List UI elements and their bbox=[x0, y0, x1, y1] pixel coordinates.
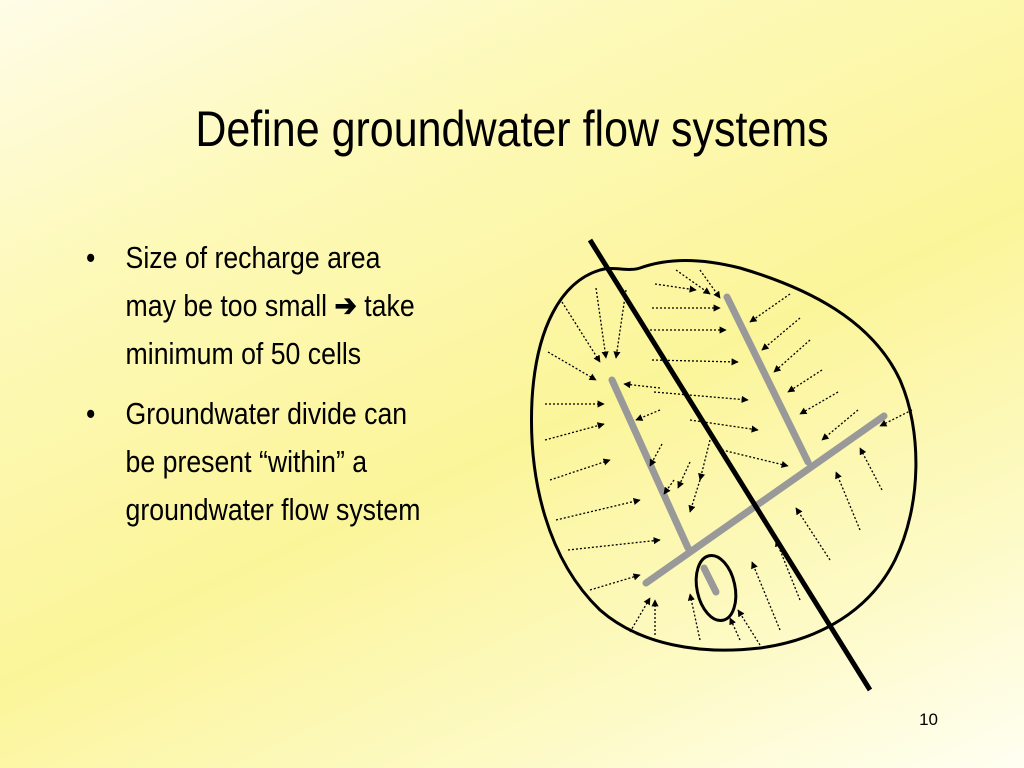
flow-arrow bbox=[795, 507, 831, 561]
flow-arrow bbox=[623, 381, 661, 389]
bullet-list: • Size of recharge area may be too small… bbox=[86, 234, 464, 546]
bullet-item: • Groundwater divide can be present “wit… bbox=[86, 390, 464, 534]
flow-arrow bbox=[729, 617, 741, 641]
outlet-ellipse bbox=[694, 553, 738, 623]
flow-arrow bbox=[547, 351, 597, 381]
slide-title: Define groundwater flow systems bbox=[195, 101, 829, 157]
bullet-line: may be too small bbox=[125, 288, 328, 323]
right-arrow-icon: ➔ bbox=[334, 288, 357, 323]
flow-arrow bbox=[613, 289, 627, 359]
flow-arrow bbox=[699, 269, 721, 299]
slide-number: 10 bbox=[919, 710, 938, 729]
flow-arrow bbox=[677, 461, 691, 489]
groundwater-divide-line bbox=[587, 238, 873, 692]
bullet-line: be present “within” a bbox=[125, 444, 368, 479]
flow-arrow bbox=[799, 391, 839, 415]
flow-arrow bbox=[549, 458, 611, 481]
flow-arrow bbox=[555, 498, 641, 521]
flow-arrow bbox=[544, 422, 605, 441]
flow-arrow bbox=[879, 409, 913, 427]
flow-arrow bbox=[653, 391, 749, 404]
flow-arrow bbox=[749, 293, 791, 323]
flow-arrow bbox=[654, 283, 697, 293]
flow-arrow bbox=[737, 609, 761, 646]
bullet-item: • Size of recharge area may be too small… bbox=[86, 234, 464, 378]
bullet-line: take bbox=[364, 288, 415, 323]
watershed-boundary bbox=[530, 259, 918, 652]
flow-arrow bbox=[751, 561, 781, 631]
bullet-line: minimum of 50 cells bbox=[125, 336, 362, 371]
flow-arrow bbox=[859, 447, 883, 491]
flow-arrow bbox=[675, 269, 711, 295]
flow-arrow bbox=[635, 409, 661, 421]
flow-arrow bbox=[721, 449, 789, 468]
watershed-diagram-icon bbox=[530, 238, 918, 692]
flow-arrow bbox=[688, 479, 701, 513]
flow-arrow bbox=[561, 301, 601, 363]
bullet-line: groundwater flow system bbox=[125, 492, 421, 527]
flow-arrow bbox=[761, 317, 801, 351]
flow-arrow bbox=[629, 597, 651, 633]
flow-arrow bbox=[773, 339, 811, 373]
flow-arrow bbox=[787, 369, 823, 393]
bullet-line: Size of recharge area bbox=[125, 240, 381, 275]
flow-arrow bbox=[649, 443, 663, 467]
bullet-marker: • bbox=[86, 240, 96, 275]
flow-arrow bbox=[589, 573, 641, 591]
bullet-line: Groundwater divide can bbox=[125, 396, 408, 431]
flow-arrow bbox=[835, 471, 861, 531]
flow-arrow bbox=[689, 419, 759, 433]
bullet-marker: • bbox=[86, 396, 96, 431]
flow-arrow bbox=[663, 479, 675, 495]
flow-arrow bbox=[567, 537, 661, 551]
flow-arrow bbox=[698, 439, 711, 481]
flow-arrow bbox=[595, 287, 609, 359]
